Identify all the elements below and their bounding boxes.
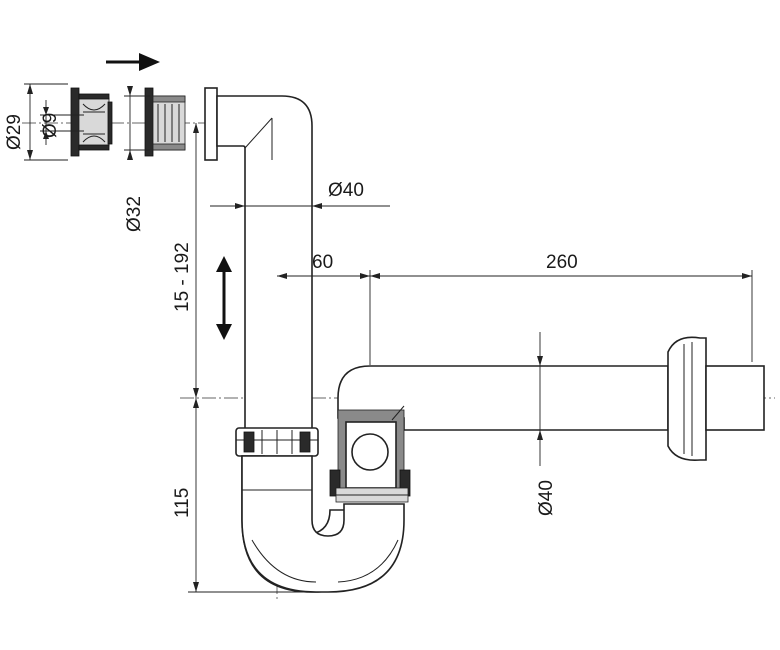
dimension-height-range-label: 15 - 192 xyxy=(172,242,193,312)
dimension-offset-60-label: 60 xyxy=(312,252,333,273)
dimension-offset-60-lines xyxy=(277,270,371,365)
dimension-d9-label: Ø9 xyxy=(40,113,61,138)
height-adjust-arrow-icon xyxy=(216,256,232,340)
u-bend xyxy=(241,455,405,593)
dimension-length-260-label: 260 xyxy=(546,252,578,273)
dimension-d29-label: Ø29 xyxy=(4,114,25,150)
dimension-height-115-label: 115 xyxy=(172,488,193,518)
outlet-pipe xyxy=(337,336,765,462)
dimension-height-115-lines xyxy=(188,398,320,593)
collection-cup xyxy=(329,405,411,503)
dimension-height-range-lines xyxy=(193,123,199,398)
dimension-d32-label: Ø32 xyxy=(124,196,145,232)
dimension-d32-lines xyxy=(124,86,150,160)
dimension-d40-bottom-label: Ø40 xyxy=(536,480,557,516)
adapter-sleeve-part xyxy=(144,87,186,157)
dimension-d29-lines xyxy=(24,83,68,161)
dimension-d40-bottom-lines xyxy=(537,332,543,466)
dimension-d9-lines xyxy=(40,100,84,145)
adapter-reducer-part xyxy=(70,87,113,157)
dimension-length-260-lines xyxy=(370,270,753,362)
dimension-d40-top-label: Ø40 xyxy=(328,180,364,201)
insert-direction-arrow-icon xyxy=(106,53,160,71)
union-nut xyxy=(235,427,319,457)
dimension-d40-top-lines xyxy=(210,203,390,209)
